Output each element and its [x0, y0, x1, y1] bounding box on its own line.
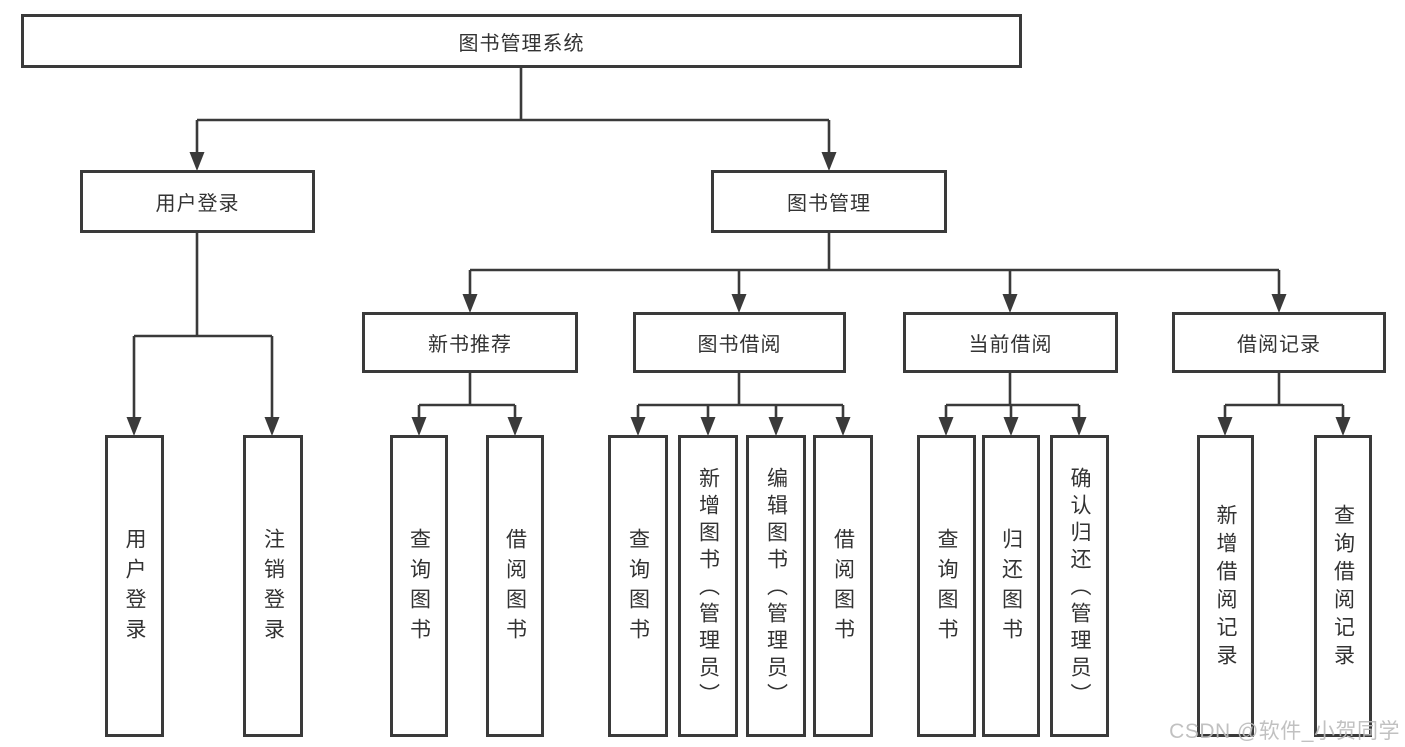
connector-userlogin-to-leaves [132, 232, 274, 419]
arrowhead [126, 417, 142, 436]
arrowhead [1271, 294, 1287, 313]
leaf-query-borrowing-record: 查询借阅记录 [1314, 435, 1372, 737]
leaf-query-books-current: 查询图书 [917, 435, 976, 737]
leaf-edit-book-admin: 编辑图书（管理员） [746, 435, 806, 737]
arrowhead [1003, 417, 1019, 436]
node-book-management: 图书管理 [711, 170, 947, 233]
leaf-add-book-admin: 新增图书（管理员） [678, 435, 738, 737]
leaf-user-login: 用户登录 [105, 435, 164, 737]
leaf-add-borrowing-record: 新增借阅记录 [1197, 435, 1254, 737]
node-book-borrowing: 图书借阅 [633, 312, 846, 373]
arrowhead [507, 417, 523, 436]
arrowhead [938, 417, 954, 436]
arrowhead [700, 417, 716, 436]
leaf-logout: 注销登录 [243, 435, 303, 737]
node-user-login: 用户登录 [80, 170, 315, 233]
arrowhead [264, 417, 280, 436]
leaf-query-books-recommend: 查询图书 [390, 435, 448, 737]
node-borrowing-records: 借阅记录 [1172, 312, 1386, 373]
arrowhead [411, 417, 427, 436]
node-new-book-recommendation: 新书推荐 [362, 312, 578, 373]
arrowhead [835, 417, 851, 436]
arrowhead [1335, 417, 1351, 436]
leaf-query-books-borrow: 查询图书 [608, 435, 668, 737]
connector-root-to-level2 [195, 67, 831, 154]
connector-bookmgmt-to-level3 [468, 232, 1281, 296]
connector-current-to-leaves [944, 372, 1081, 419]
arrowheads [126, 152, 1351, 436]
connector-newbook-to-leaves [417, 372, 517, 419]
arrowhead [462, 294, 478, 313]
arrowhead [821, 152, 837, 171]
leaf-borrow-books: 借阅图书 [813, 435, 873, 737]
leaf-confirm-return-admin: 确认归还（管理员） [1050, 435, 1109, 737]
arrowhead [768, 417, 784, 436]
node-library-management-system: 图书管理系统 [21, 14, 1022, 68]
arrowhead [1217, 417, 1233, 436]
arrowhead [731, 294, 747, 313]
node-current-borrowing: 当前借阅 [903, 312, 1118, 373]
arrowhead [630, 417, 646, 436]
connector-records-to-leaves [1223, 372, 1345, 419]
arrowhead [1002, 294, 1018, 313]
leaf-return-books: 归还图书 [982, 435, 1040, 737]
connector-borrow-to-leaves [636, 372, 845, 419]
arrowhead [1071, 417, 1087, 436]
arrowhead [189, 152, 205, 171]
leaf-borrow-books-recommend: 借阅图书 [486, 435, 544, 737]
